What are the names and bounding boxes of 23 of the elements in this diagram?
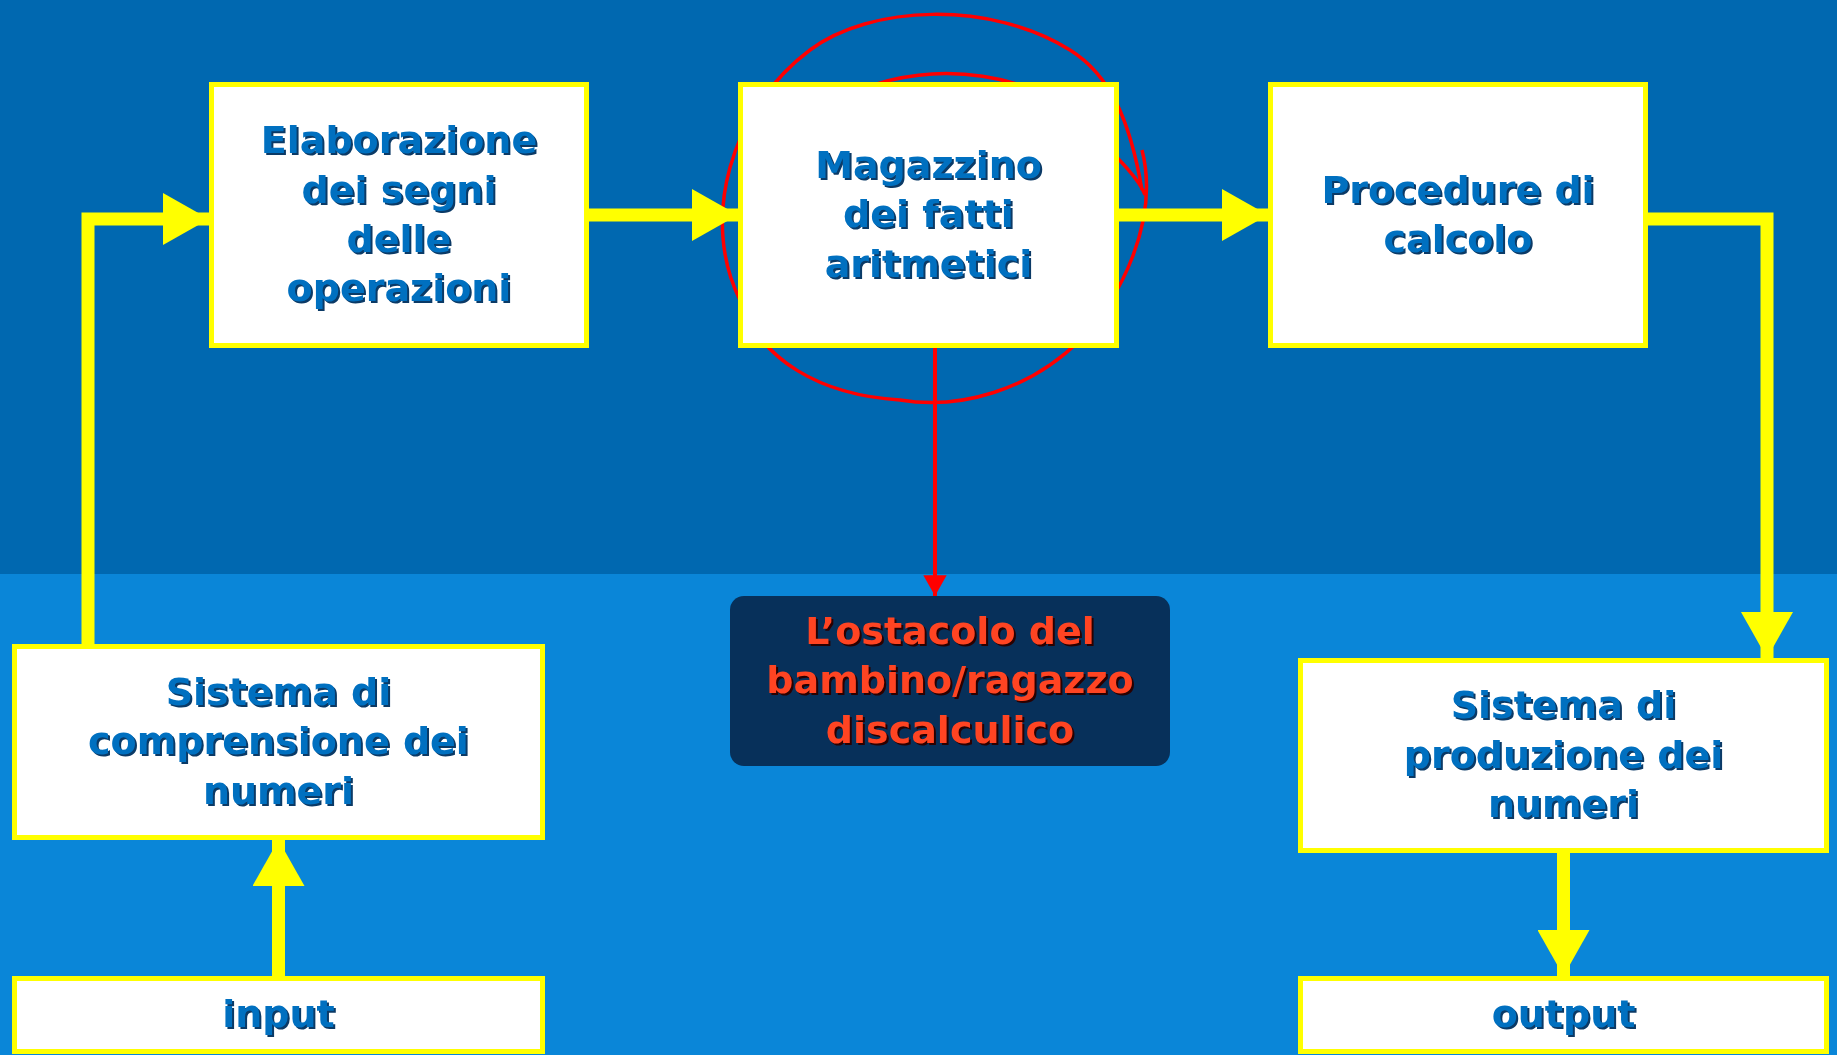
- arrow: [589, 189, 738, 241]
- box-label: Magazzino dei fatti aritmetici: [814, 141, 1043, 288]
- process-box: [12, 644, 545, 840]
- box-label: Procedure di calcolo: [1320, 166, 1596, 263]
- arrow: [252, 840, 305, 976]
- box-label: Sistema di produzione dei numeri: [1402, 682, 1725, 829]
- arrow: [1537, 853, 1590, 976]
- arrow: [1648, 212, 1793, 658]
- arrow: [1119, 189, 1268, 241]
- process-box: [1268, 82, 1648, 348]
- process-box: [1298, 658, 1829, 853]
- process-box: [738, 82, 1119, 348]
- process-box: [1298, 976, 1829, 1054]
- process-box: [12, 976, 545, 1054]
- process-box: [209, 82, 589, 348]
- box-label: input: [221, 991, 336, 1039]
- box-label: output: [1490, 991, 1637, 1039]
- box-label: Sistema di comprensione dei numeri: [87, 668, 470, 815]
- box-label: Elaborazione dei segni delle operazioni: [259, 117, 539, 313]
- annotation-text: L’ostacolo del bambino/ragazzo discalculico: [765, 607, 1135, 754]
- note-panel: [730, 596, 1170, 766]
- arrow: [81, 193, 209, 644]
- arrow: [923, 348, 947, 596]
